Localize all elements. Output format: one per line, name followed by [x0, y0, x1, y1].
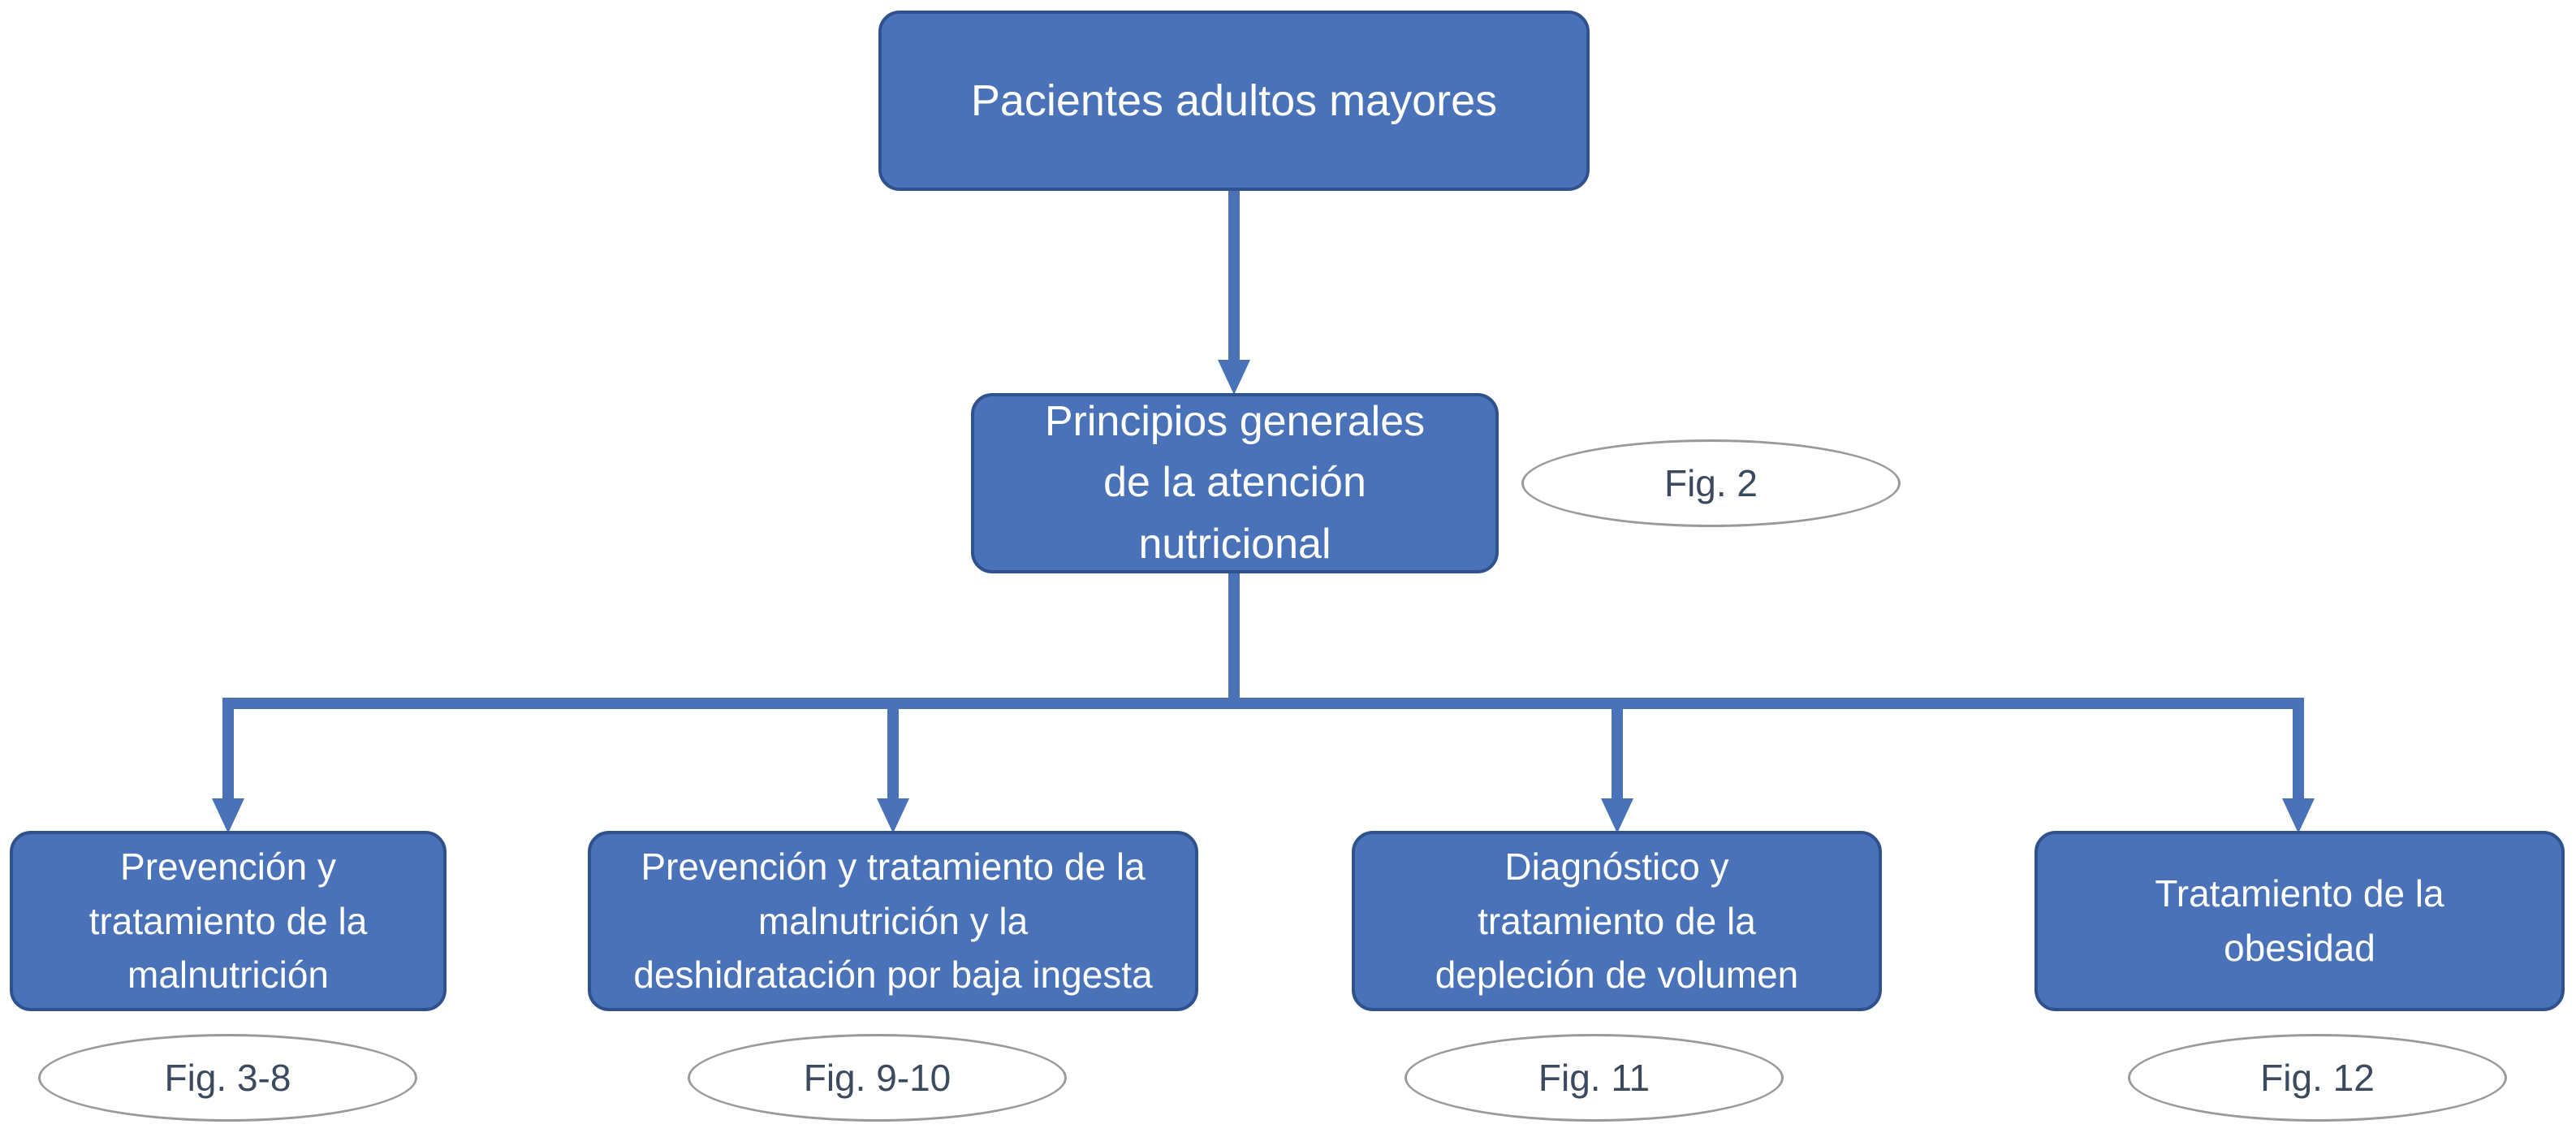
node-volume-depletion: Diagnóstico y tratamiento de la depleció… [1352, 831, 1882, 1011]
ref-low-intake: Fig. 9-10 [688, 1034, 1067, 1122]
node-volume-depletion-label: Diagnóstico y tratamiento de la depleció… [1435, 845, 1799, 997]
arrowhead-principles [1218, 360, 1250, 395]
arrowhead-obesity [2282, 798, 2315, 833]
ref-obesity-label: Fig. 12 [2260, 1057, 2375, 1099]
node-principles: Principios generales de la atención nutr… [971, 393, 1499, 573]
ref-malnutrition-label: Fig. 3-8 [164, 1057, 291, 1099]
arrowhead-volume-depletion [1601, 798, 1633, 833]
ref-principles-label: Fig. 2 [1663, 462, 1758, 504]
node-principles-label: Principios generales de la atención nutr… [1044, 397, 1426, 568]
ref-low-intake-label: Fig. 9-10 [803, 1057, 951, 1099]
ref-volume-depletion: Fig. 11 [1405, 1034, 1784, 1122]
ref-principles: Fig. 2 [1521, 439, 1901, 527]
node-root-label: Pacientes adultos mayores [970, 76, 1498, 125]
arrowhead-low-intake [877, 798, 909, 833]
arrowhead-malnutrition [212, 798, 244, 833]
ref-malnutrition: Fig. 3-8 [38, 1034, 417, 1122]
node-low-intake-label: Prevención y tratamiento de la malnutric… [633, 845, 1153, 997]
ref-obesity: Fig. 12 [2128, 1034, 2507, 1122]
node-obesity-label: Tratamiento de la obesidad [2155, 872, 2444, 969]
node-root: Pacientes adultos mayores [878, 11, 1590, 191]
node-malnutrition-label: Prevención y tratamiento de la malnutric… [88, 845, 368, 997]
ref-volume-depletion-label: Fig. 11 [1538, 1057, 1650, 1099]
node-obesity: Tratamiento de la obesidad [2034, 831, 2565, 1011]
node-low-intake: Prevención y tratamiento de la malnutric… [588, 831, 1198, 1011]
node-malnutrition: Prevención y tratamiento de la malnutric… [10, 831, 447, 1011]
